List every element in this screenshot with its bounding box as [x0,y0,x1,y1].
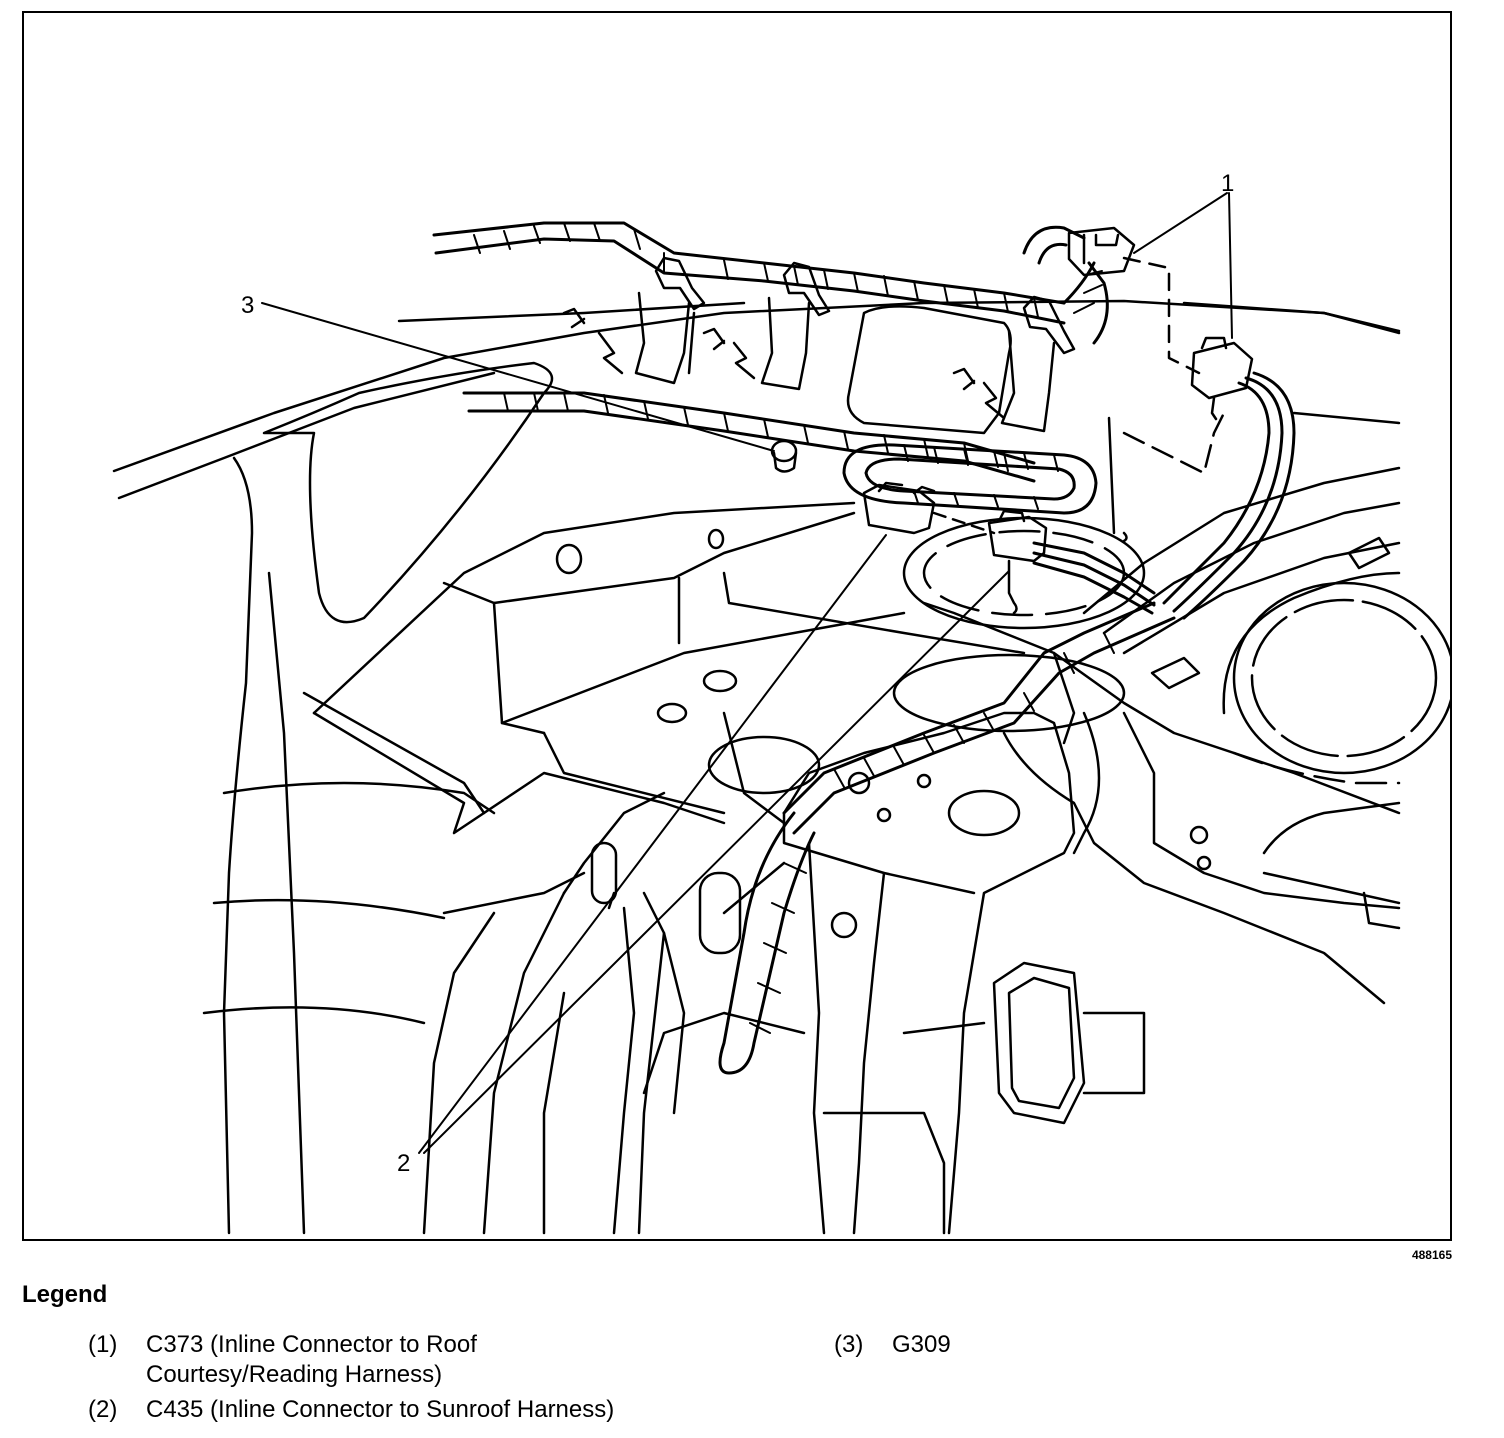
legend-title: Legend [22,1281,108,1308]
legend-item-number: (1) [88,1331,118,1358]
leader-3 [261,302,775,452]
body-panel-outline [112,299,1401,1235]
connector-c435 [862,481,1048,615]
cross-member-bracket [612,711,1212,1235]
callout-3: 3 [241,292,254,319]
harness-wrap-hatching [473,222,1115,1034]
legend-item-text: C435 (Inline Connector to Sunroof Harnes… [146,1396,615,1423]
wiring-harness [432,221,1296,1075]
leader-1b [1228,192,1233,339]
callout-1: 1 [1221,170,1234,197]
panel-holes [555,516,1450,910]
ground-stud-g309 [770,439,798,473]
connector-c373 [1067,226,1254,543]
lower-components [642,961,1146,1235]
leader-2a [418,534,887,1154]
leader-1a [1133,192,1228,254]
leader-lines [261,192,1233,1154]
legend-item-text: G309 [892,1331,951,1358]
legend-item-text: C373 (Inline Connector to Roof Courtesy/… [146,1331,477,1388]
diagram-frame: 1 3 2 [22,11,1452,1241]
leader-2b [423,570,1010,1154]
wiring-diagram: 1 3 2 [112,170,1450,1235]
legend-item-number: (3) [834,1331,864,1358]
harness-clips [562,256,1076,435]
legend-item-number: (2) [88,1396,118,1423]
figure-id: 488165 [1411,1248,1452,1262]
callout-labels: 1 3 2 [241,170,1234,1177]
callout-2: 2 [397,1150,410,1177]
